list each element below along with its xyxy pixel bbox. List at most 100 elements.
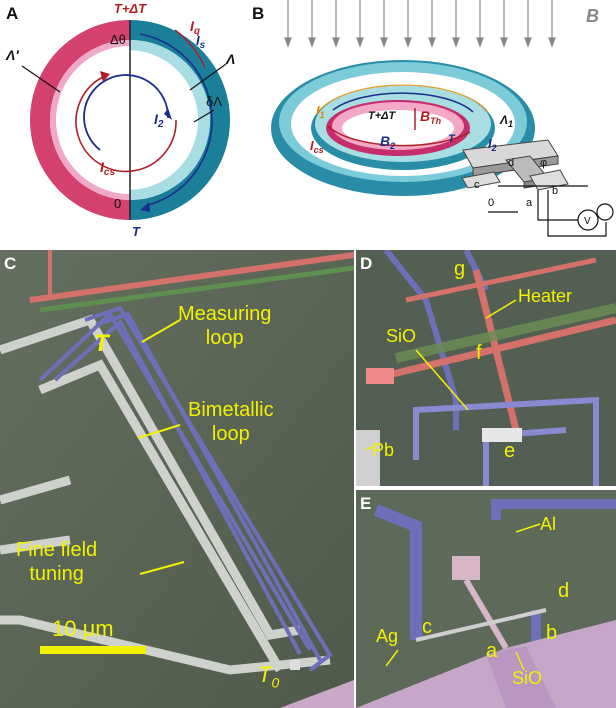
top-label: T+ΔT	[114, 1, 147, 16]
c-pink-corner	[280, 680, 354, 708]
e-c-label: c	[422, 616, 432, 638]
zero-label: 0	[114, 196, 121, 211]
b-i1-arrow	[317, 84, 489, 113]
c-green-line	[39, 265, 354, 313]
d-junction	[482, 428, 522, 442]
b-letter-d: d	[508, 157, 514, 169]
d-pad	[366, 368, 394, 384]
circuit	[488, 185, 614, 237]
d-f-label: f	[476, 342, 482, 364]
b-phi: φ	[540, 157, 547, 169]
e-blue-left	[373, 504, 422, 640]
ics-arrow-path	[75, 75, 177, 173]
inner-band-right	[130, 40, 210, 200]
lambda-prime-pointer	[21, 65, 61, 93]
panel-a: A T+ΔT T Δθ 0 Λ′ Λ δΛ Iq Is I2	[0, 0, 248, 248]
b-i2-label: I2	[488, 136, 497, 153]
panel-label-d: D	[360, 254, 373, 273]
c-scale-bar	[40, 646, 146, 654]
b-bth-label: BTh	[420, 108, 442, 126]
iq-arrow-path	[174, 29, 206, 69]
c-heater-line	[29, 252, 354, 303]
panel-label-e: E	[360, 494, 372, 513]
b-lambda1-label: Λ1	[499, 113, 513, 129]
e-sio-label: SiO	[512, 668, 543, 688]
ring-center	[58, 50, 198, 190]
d-pb-label: Pb	[372, 440, 395, 460]
c-t0-label: T0	[258, 662, 280, 691]
delta-lambda-pointer	[193, 109, 215, 123]
c-scale-label: 10 μm	[52, 616, 114, 641]
e-al-label: Al	[540, 514, 557, 534]
d-e-label: e	[504, 440, 516, 462]
panel-e-micrograph	[356, 490, 616, 708]
delta-theta-label: Δθ	[110, 32, 126, 47]
e-d-label: d	[558, 580, 570, 602]
d-g-label: g	[454, 258, 466, 280]
b-tdt-label: T+ΔT	[368, 110, 397, 122]
e-wire	[415, 608, 547, 642]
iq-label: Iq	[190, 18, 200, 37]
d-sio-label: SiO	[386, 326, 417, 346]
d-heater-label: Heater	[518, 286, 573, 306]
b-b2-label: B2	[380, 133, 395, 151]
c-junction	[290, 660, 300, 670]
b-current-arrow	[332, 92, 474, 113]
ics-label: Ics	[100, 159, 115, 178]
is-arrow-path	[139, 33, 213, 207]
is-arrowhead	[140, 202, 150, 212]
b-zero: 0	[488, 197, 494, 209]
lambda-prime-label: Λ′	[5, 47, 19, 63]
e-b-label: b	[546, 622, 558, 644]
ring-right-half	[130, 20, 230, 220]
e-ag-shadow	[486, 646, 556, 708]
voltmeter-label: V	[584, 216, 591, 227]
inner-hole	[342, 110, 454, 146]
e-ag-region	[356, 620, 616, 708]
panel-a-diagram: T+ΔT T Δθ 0 Λ′ Λ δΛ Iq Is I2 Ics	[5, 1, 235, 239]
c-t-label: T	[94, 330, 109, 357]
b-letter-c: c	[474, 179, 480, 191]
panel-label-c: C	[4, 254, 17, 273]
b-t-label: T	[448, 133, 456, 145]
e-blue-top	[491, 499, 616, 520]
is-label: Is	[196, 33, 206, 51]
d-heater-top	[405, 257, 597, 303]
e-pad	[452, 556, 480, 580]
panel-e: E Al d c b Ag a SiO	[356, 490, 616, 708]
b-i1-label: I1	[316, 103, 325, 120]
panel-label-b: B	[252, 4, 265, 23]
ring-left-half	[30, 20, 130, 220]
b-ics-label: Ics	[310, 138, 324, 155]
c-white-structures	[0, 314, 331, 675]
e-ag-label: Ag	[376, 626, 399, 646]
lambda-label: Λ	[225, 51, 235, 67]
panel-label-a: A	[6, 4, 19, 23]
junction-arm	[461, 139, 569, 191]
panel-b: B B	[248, 0, 616, 248]
e-a-label: a	[486, 640, 498, 662]
i2-arrow-path	[83, 74, 169, 151]
panel-d-micrograph	[356, 250, 616, 486]
i2-arrowhead	[164, 108, 172, 120]
bottom-label: T	[132, 224, 141, 239]
delta-lambda-label: δΛ	[206, 94, 222, 109]
panel-b-diagram: B V	[271, 0, 614, 237]
lambda-pointer	[189, 63, 227, 91]
b-letter-b: b	[552, 185, 558, 197]
i2-label: I2	[154, 111, 164, 130]
b-ics-arrow	[327, 125, 471, 147]
c-blue-loops	[38, 305, 333, 672]
e-stem	[463, 578, 509, 650]
ics-arrowhead	[100, 71, 110, 82]
d-pb-pad	[356, 430, 380, 486]
d-blue-loop	[413, 396, 599, 486]
field-b-label: B	[586, 6, 599, 26]
b-letter-a: a	[526, 197, 533, 209]
field-arrows	[284, 0, 556, 48]
panel-d: D g Heater SiO f Pb e	[356, 250, 616, 486]
